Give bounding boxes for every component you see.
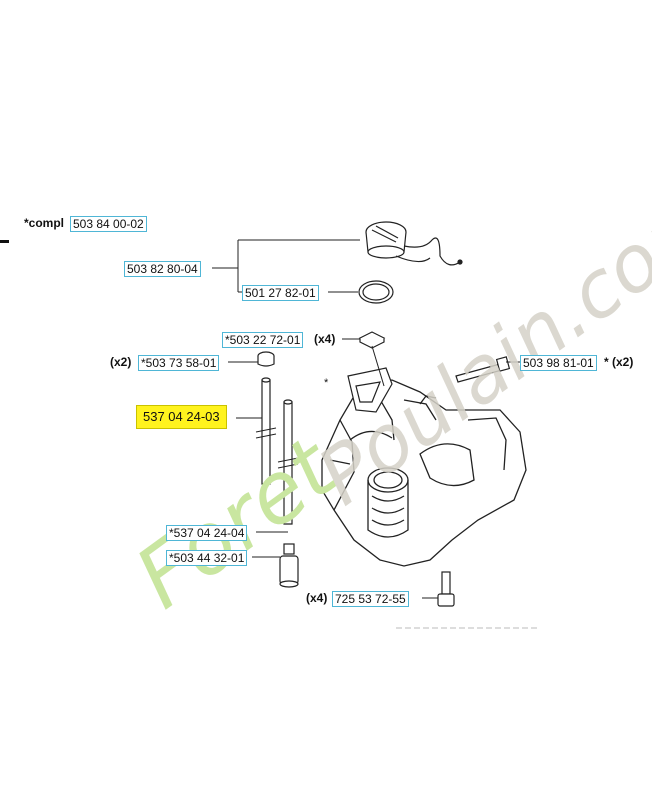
cap-part-number[interactable]: 503 82 80-04 [124, 261, 201, 277]
o-ring-part-number[interactable]: 501 27 82-01 [242, 285, 319, 301]
screw-part-number[interactable]: 725 53 72-55 [332, 591, 409, 607]
bolt-long-drawing [455, 356, 511, 383]
highlighted-hose-part-number[interactable]: 537 04 24-03 [136, 405, 227, 429]
grommet-quantity: (x2) [110, 355, 132, 369]
clip-drawing [358, 331, 386, 349]
grommet-drawing [257, 351, 275, 367]
clip-to-tank-line [371, 345, 385, 387]
fuel-tank-housing-drawing [321, 379, 527, 567]
fuel-filter-drawing [279, 543, 299, 588]
tank-asterisk-marker: * [324, 377, 329, 389]
bolt-quantity: * (x2) [604, 355, 634, 369]
cap-bracket [212, 239, 360, 293]
filter-part-number[interactable]: *503 44 32-01 [166, 550, 248, 566]
o-ring-drawing [358, 280, 394, 304]
screw-drawing [437, 571, 455, 607]
fuel-hose-short-drawing [277, 399, 299, 525]
bolt-part-number[interactable]: 503 98 81-01 [520, 355, 597, 371]
hose-short-part-number[interactable]: *537 04 24-04 [166, 525, 248, 541]
tank-mounting-bracket-drawing [347, 367, 393, 413]
kit-prefix-label: *compl [24, 216, 65, 230]
fuel-hose-long-drawing [255, 377, 277, 485]
kit-part-number[interactable]: 503 84 00-02 [70, 216, 147, 232]
screw-quantity: (x4) [306, 591, 328, 605]
fuel-cap-drawing [365, 221, 463, 266]
clip-part-number[interactable]: *503 22 72-01 [222, 332, 304, 348]
clip-quantity: (x4) [314, 332, 336, 346]
grommet-part-number[interactable]: *503 73 58-01 [138, 355, 220, 371]
page-edge-marker [0, 240, 9, 243]
